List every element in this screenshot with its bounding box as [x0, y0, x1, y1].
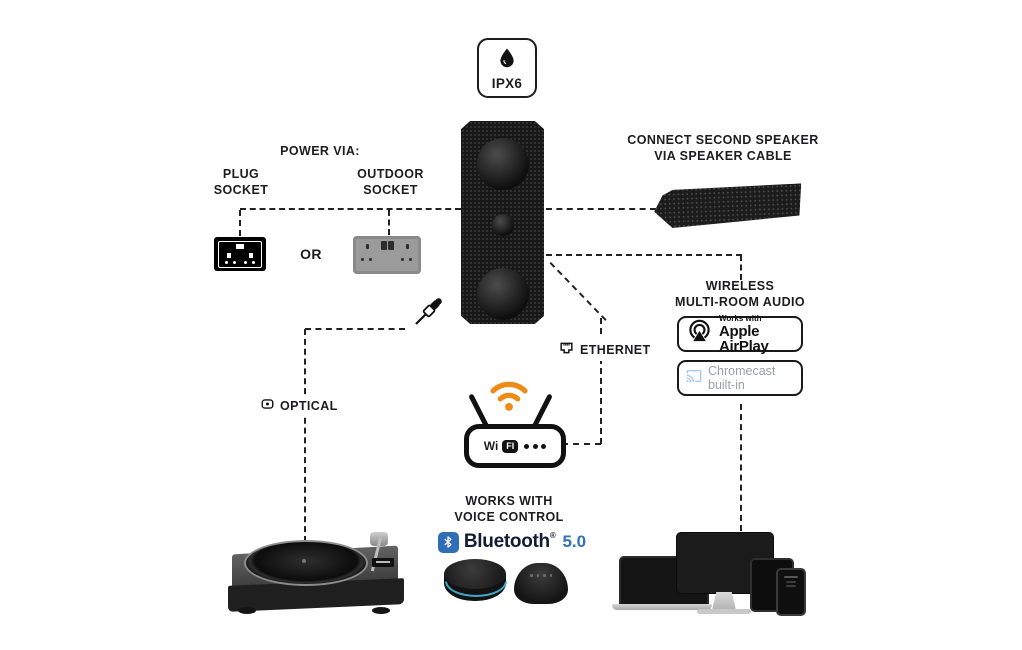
ipx6-label: IPX6 [491, 75, 523, 91]
outdoor-socket-drop-line [388, 210, 390, 235]
chromecast-name: Chromecast built-in [708, 364, 776, 392]
bluetooth-logo: Bluetooth® 5.0 [432, 531, 592, 553]
router-wi-label: Wi [483, 439, 499, 453]
echo-dot-speaker [444, 559, 507, 607]
wifi-router: Wi FI [464, 424, 566, 468]
aux-jack-icon [404, 292, 452, 341]
router-status-dots [524, 443, 547, 449]
second-speaker [653, 183, 802, 228]
devices-connector-line [740, 404, 742, 531]
bluetooth-version: 5.0 [562, 532, 587, 551]
bluetooth-wordmark: Bluetooth® [463, 531, 556, 552]
or-label: OR [300, 246, 322, 262]
router-fi-badge: FI [502, 439, 519, 453]
second-speaker-connector-line [546, 208, 656, 210]
optical-port-icon [260, 397, 275, 414]
airplay-badge: Works with Apple AirPlay [677, 313, 803, 355]
monitor-stand [712, 592, 736, 610]
airplay-works-with: Works with [719, 313, 762, 323]
power-connector-line [240, 208, 461, 210]
turntable [228, 524, 404, 614]
power-via-title: POWER VIA: [280, 144, 360, 158]
main-speaker [461, 121, 544, 324]
smartphone [776, 568, 806, 616]
optical-label: OPTICAL [257, 395, 341, 416]
laptop-base [612, 604, 712, 610]
turntable-platter [244, 540, 368, 586]
turntable-foot-right [372, 607, 390, 614]
optical-horizontal-line [305, 328, 405, 330]
ipx6-badge: IPX6 [477, 38, 537, 98]
monitor-foot [697, 609, 751, 614]
turntable-spindle [302, 559, 306, 563]
speaker-woofer-bottom [476, 268, 529, 320]
cast-icon [686, 369, 702, 388]
outdoor-socket [353, 236, 421, 274]
wifi-signal-icon [487, 378, 531, 417]
ethernet-label: ETHERNET [555, 338, 654, 361]
turntable-foot-left [238, 607, 256, 614]
ethernet-vertical-line [600, 318, 602, 444]
bluetooth-icon [437, 531, 459, 553]
ethernet-diagonal-line [549, 262, 607, 321]
nest-mini-lights [530, 574, 552, 577]
chromecast-badge: Chromecast built-in [677, 360, 803, 396]
speaker-tweeter [491, 214, 514, 236]
nest-mini-speaker [514, 563, 568, 604]
airplay-name: Apple AirPlay [719, 322, 769, 355]
plug-socket [214, 237, 266, 271]
multiroom-connector-line-vertical [740, 255, 742, 280]
plug-socket-face [218, 240, 262, 268]
water-drop-icon [495, 46, 519, 75]
turntable-pitch-slider [372, 558, 394, 567]
airplay-icon [686, 318, 713, 350]
ethernet-to-router-line [562, 443, 601, 445]
optical-vertical-line [304, 329, 306, 542]
plug-socket-drop-line [239, 210, 241, 236]
speaker-woofer-top [476, 138, 529, 190]
ethernet-port-icon [558, 340, 575, 359]
multiroom-connector-line [546, 254, 742, 256]
